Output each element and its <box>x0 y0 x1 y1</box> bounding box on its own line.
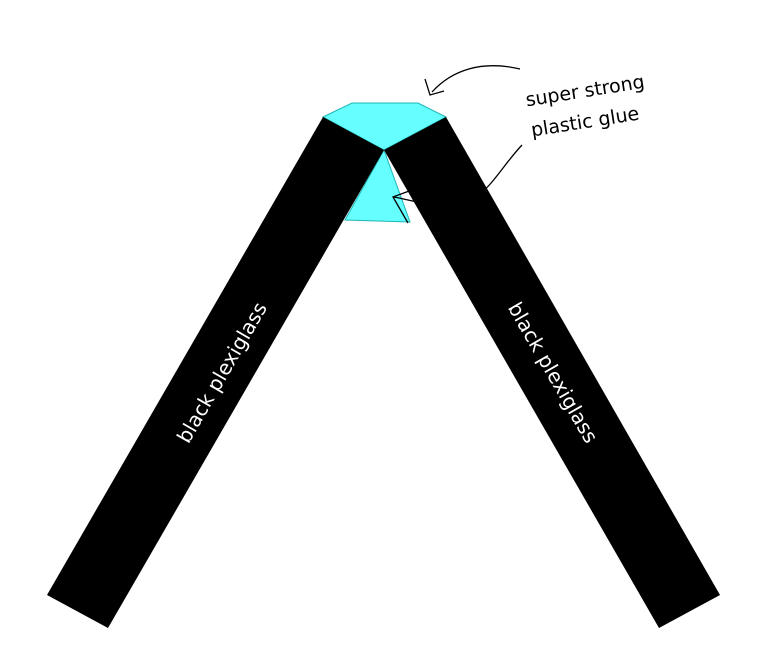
arrow-to-lower-wedge-head <box>392 183 429 224</box>
arrow-to-lower-wedge <box>393 144 523 207</box>
right-plexiglass-bar <box>384 117 720 628</box>
glue-top-cap <box>321 102 448 151</box>
glue-lower-wedge <box>344 148 411 223</box>
arrow-to-top-cap-head <box>424 78 445 96</box>
left-plexiglass-bar <box>47 117 384 628</box>
glue-annotation-line2: plastic glue <box>529 103 640 142</box>
arrow-to-top-cap <box>431 65 521 93</box>
